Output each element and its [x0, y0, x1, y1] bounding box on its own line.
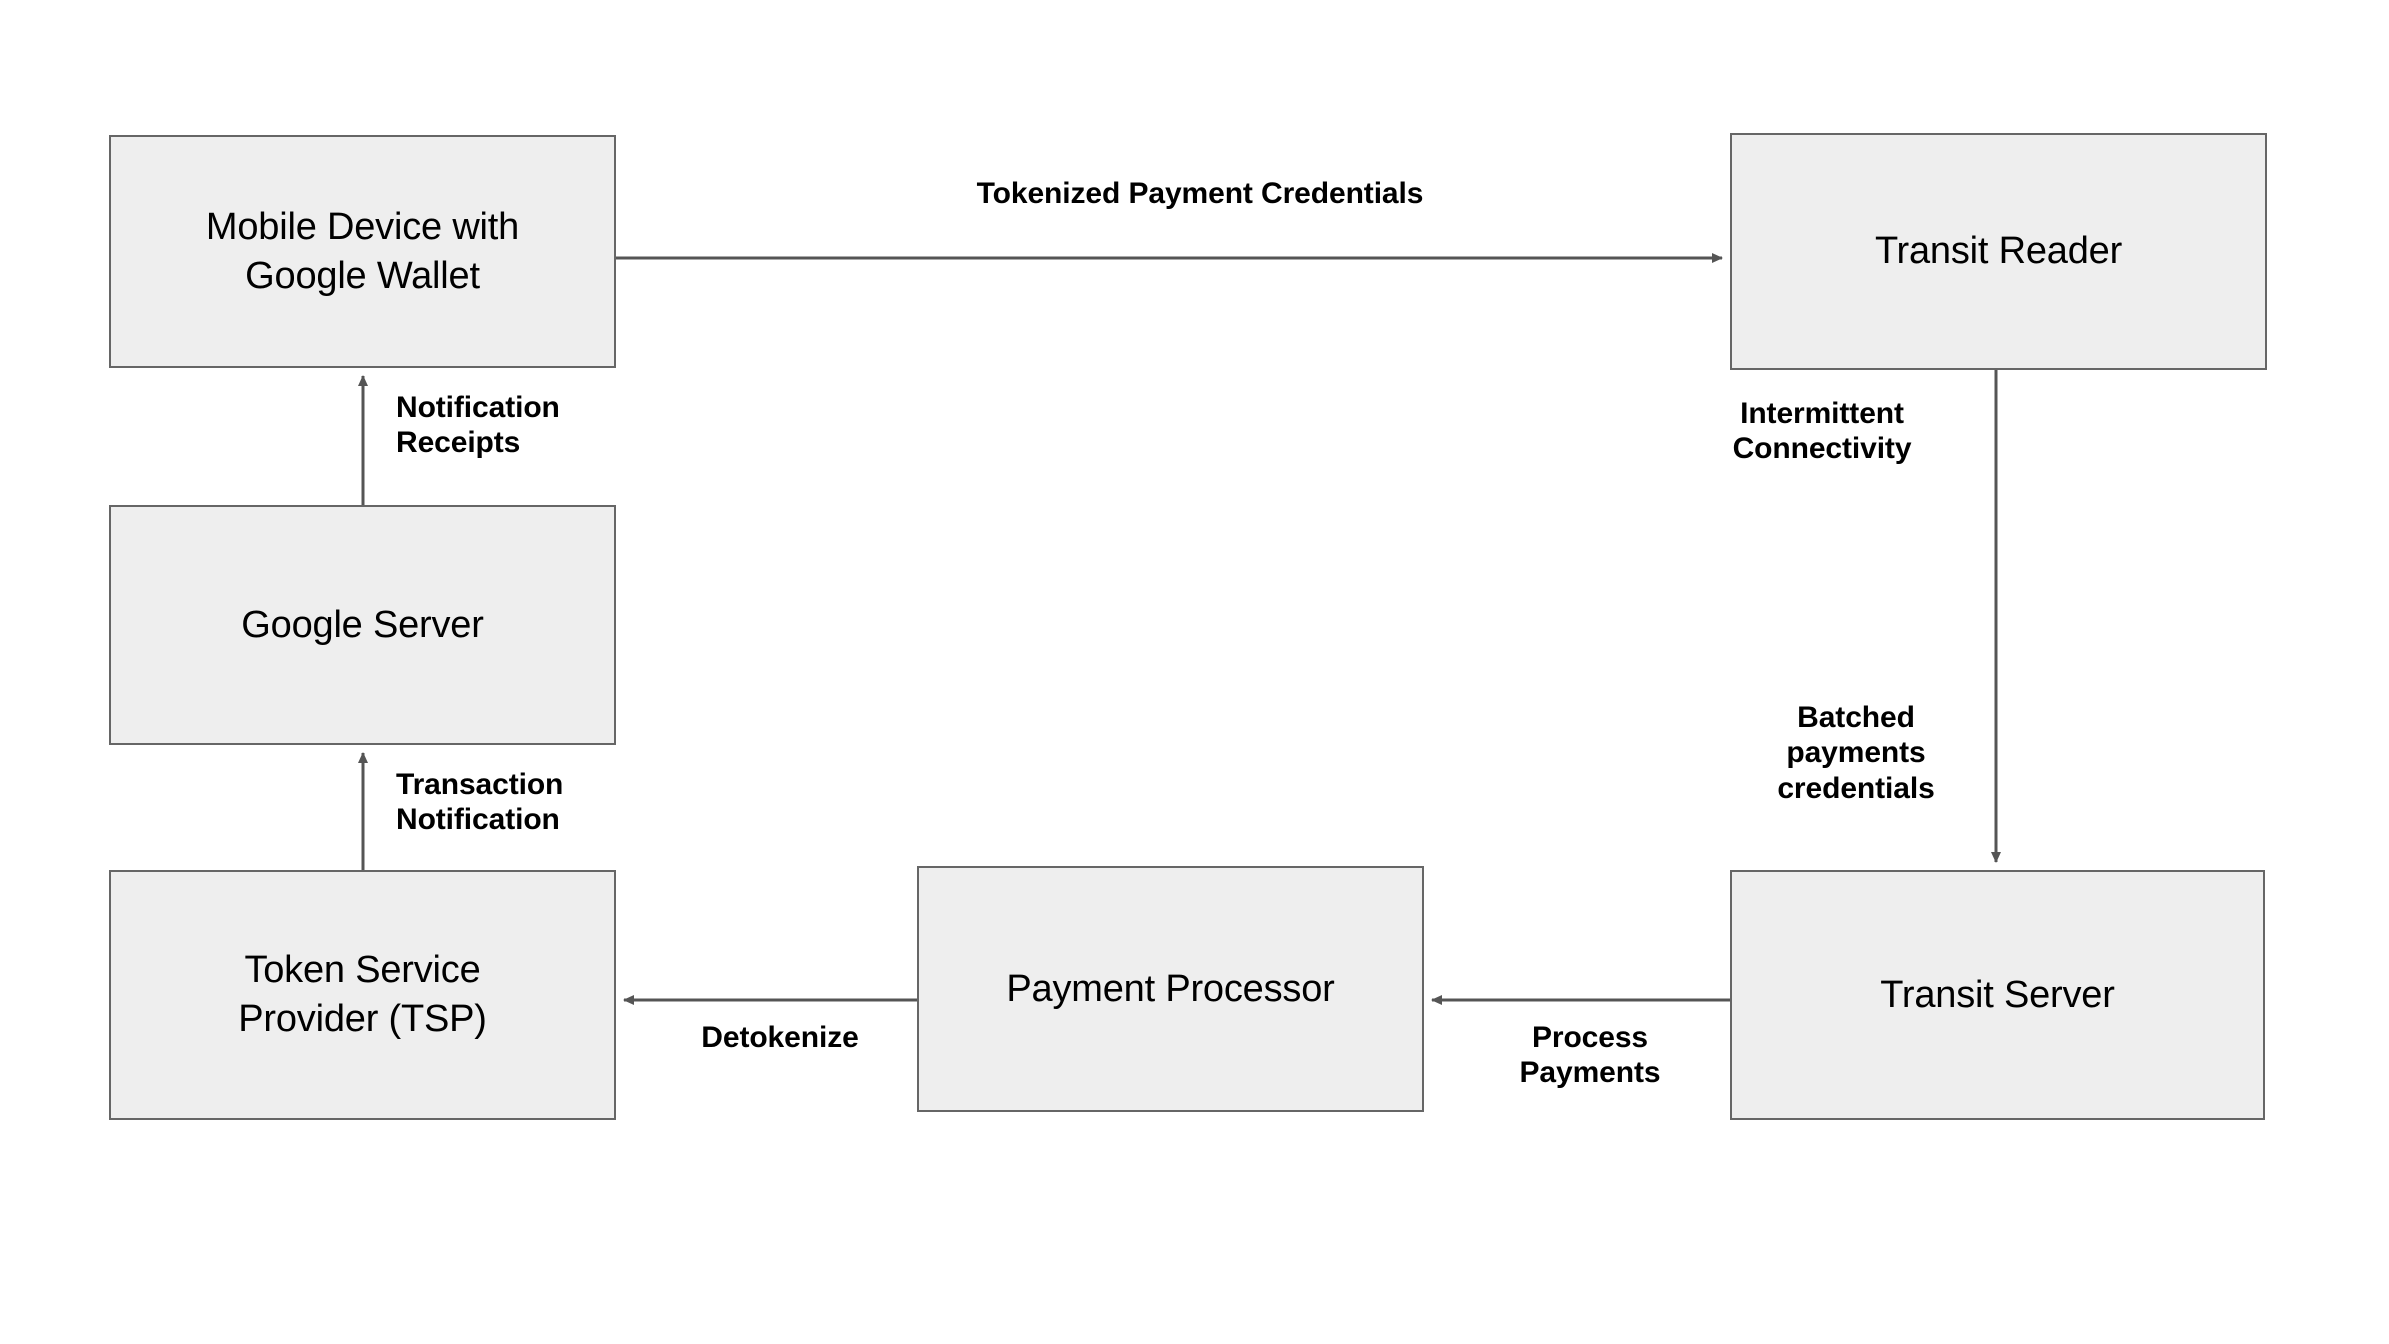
edge-label-process-payments: Process Payments — [1519, 1021, 1661, 1090]
edge-label-detokenize: Detokenize — [701, 1021, 859, 1054]
node-mobile-device-label: Mobile Device with Google Wallet — [205, 205, 520, 297]
edge-label-notification-receipts: Notification Receipts — [396, 391, 560, 460]
node-transit-server[interactable]: Transit Server — [1730, 870, 2265, 1120]
node-google-server-label: Google Server — [241, 603, 484, 646]
node-mobile-device[interactable]: Mobile Device with Google Wallet — [109, 135, 616, 368]
edge-label-intermittent-connectivity: Intermittent Connectivity — [1732, 397, 1912, 466]
node-token-service-provider-label: Token Service Provider (TSP) — [238, 949, 487, 1040]
edge-label-transaction-notification: Transaction Notification — [396, 768, 564, 837]
node-google-server[interactable]: Google Server — [109, 505, 616, 745]
node-transit-server-label: Transit Server — [1880, 973, 2115, 1016]
edge-label-batched-payments-credentials: Batched payments credentials — [1777, 701, 1935, 805]
node-transit-reader[interactable]: Transit Reader — [1730, 133, 2267, 370]
node-payment-processor[interactable]: Payment Processor — [917, 866, 1424, 1112]
edge-label-tokenized-payment-credentials: Tokenized Payment Credentials — [976, 177, 1424, 210]
node-token-service-provider[interactable]: Token Service Provider (TSP) — [109, 870, 616, 1120]
node-transit-reader-label: Transit Reader — [1874, 230, 2123, 273]
node-payment-processor-label: Payment Processor — [1006, 967, 1335, 1010]
